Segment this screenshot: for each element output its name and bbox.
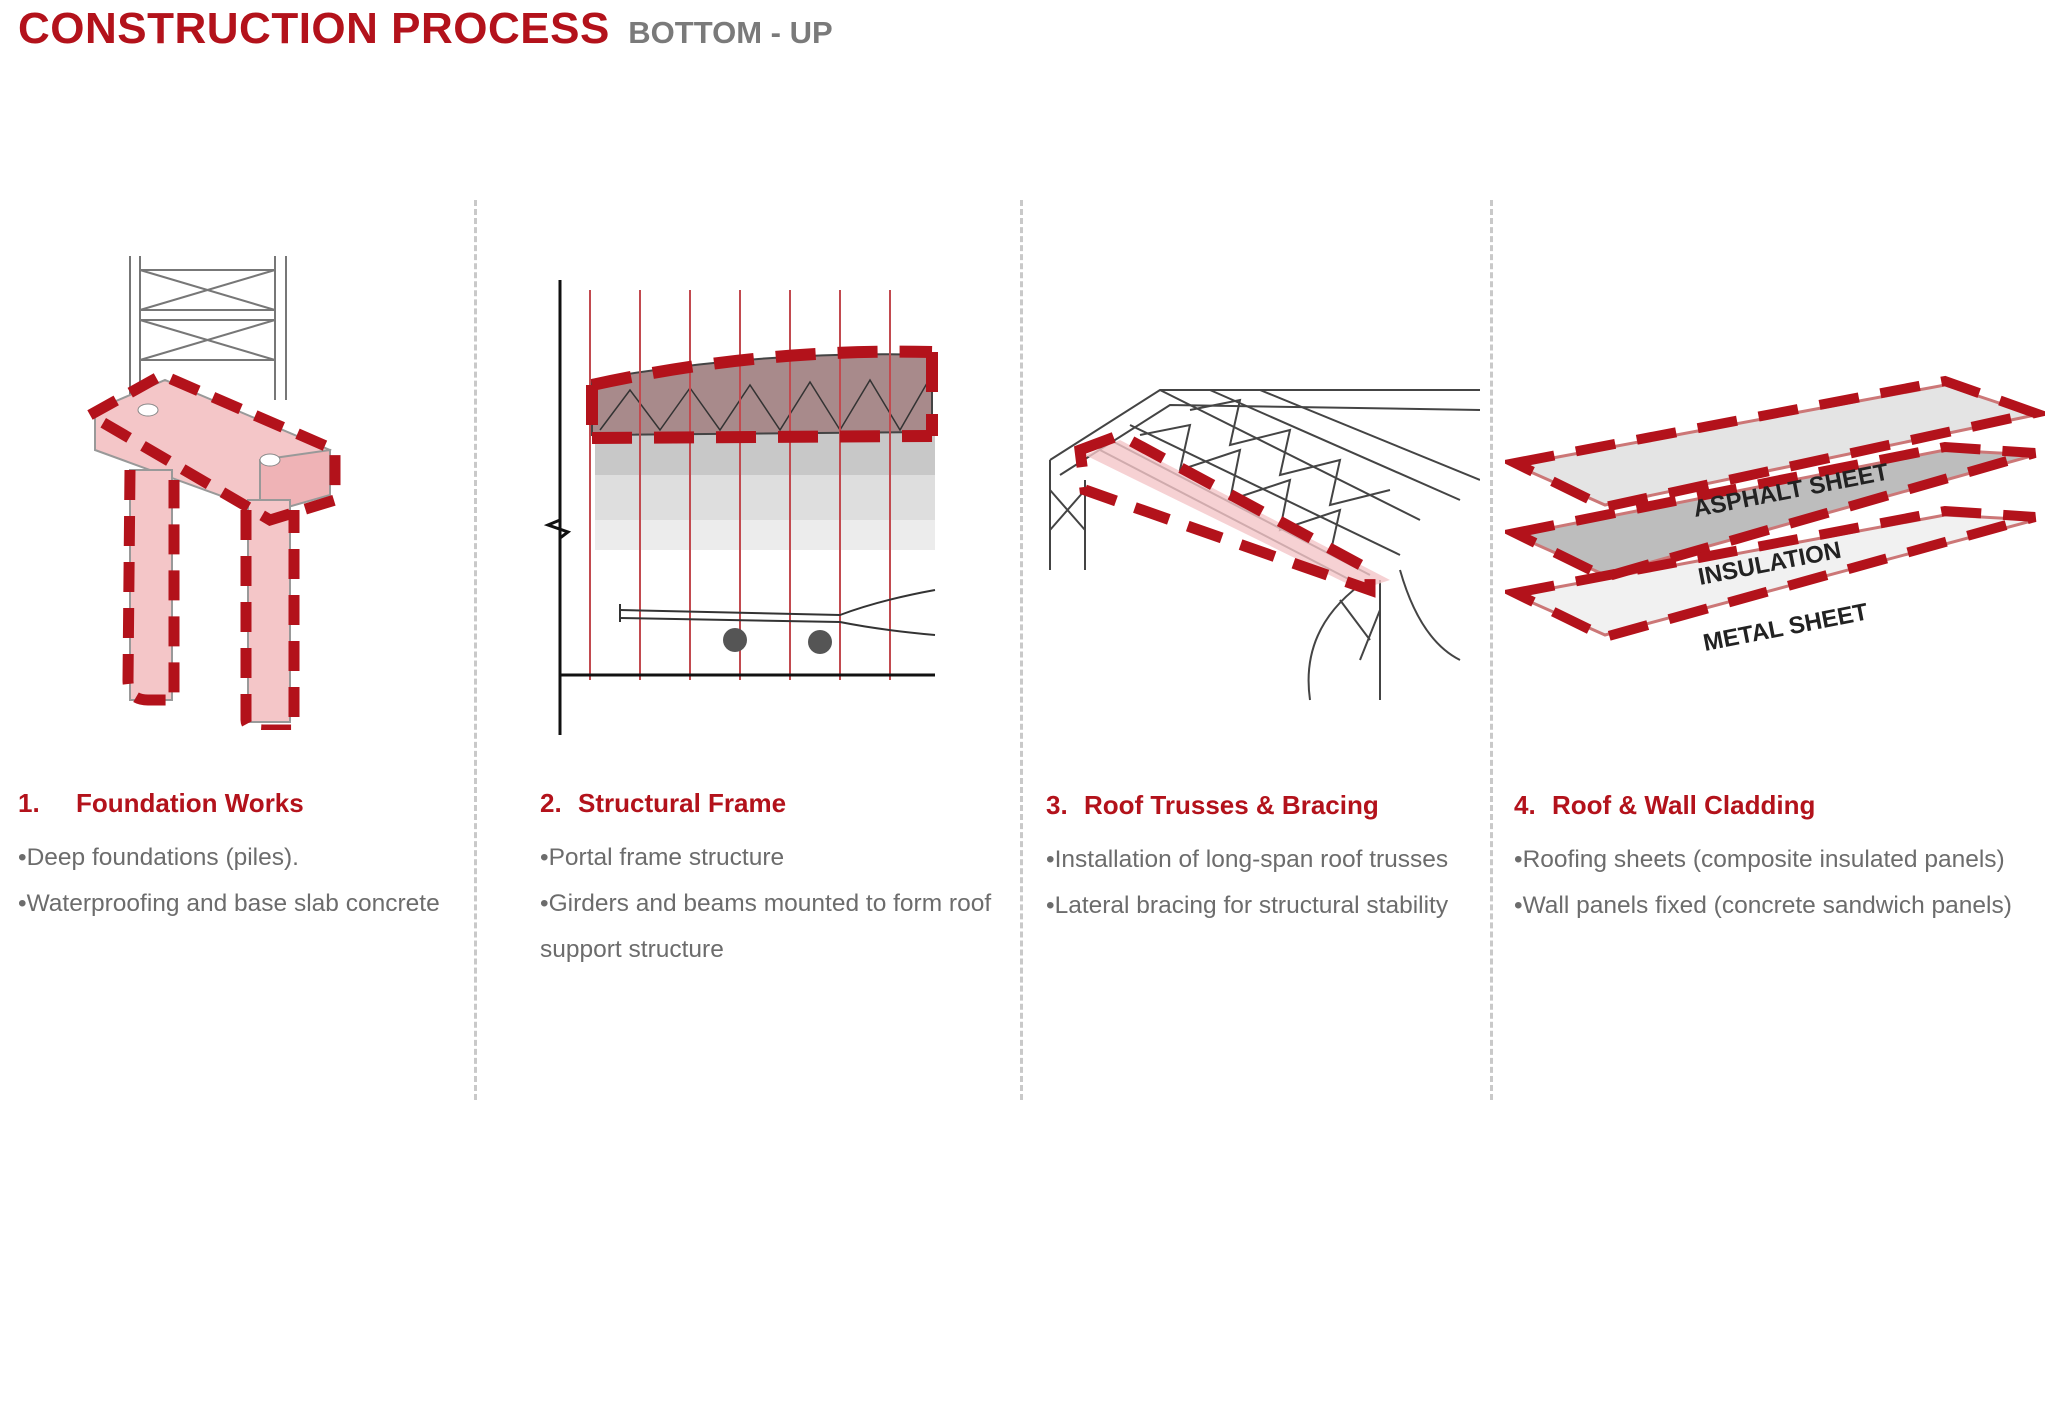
list-item: •Girders and beams mounted to form roof … xyxy=(540,890,992,963)
layer-label-metal: METAL SHEET xyxy=(1701,598,1871,656)
page-header: CONSTRUCTION PROCESS BOTTOM - UP xyxy=(18,4,833,54)
step-title: Roof & Wall Cladding xyxy=(1552,790,1816,820)
step-title: Foundation Works xyxy=(76,788,304,818)
list-item: •Portal frame structure xyxy=(540,844,785,871)
column-divider xyxy=(1490,200,1493,1100)
column-divider xyxy=(1020,200,1023,1100)
step-structural-frame: 2. Structural Frame •Portal frame struct… xyxy=(540,788,1018,973)
page-title: CONSTRUCTION PROCESS xyxy=(18,4,610,53)
step-cladding: 4. Roof & Wall Cladding •Roofing sheets … xyxy=(1514,790,2034,929)
step-number: 2. xyxy=(540,788,562,818)
list-item: •Lateral bracing for structural stabilit… xyxy=(1046,892,1449,919)
step-title: Structural Frame xyxy=(578,788,787,818)
step-title: Roof Trusses & Bracing xyxy=(1084,790,1379,820)
step-roof-trusses: 3. Roof Trusses & Bracing •Installation … xyxy=(1046,790,1526,929)
list-item: •Waterproofing and base slab concrete xyxy=(18,890,440,917)
list-item: •Wall panels fixed (concrete sandwich pa… xyxy=(1514,892,2012,919)
list-item: •Roofing sheets (composite insulated pan… xyxy=(1514,846,2005,873)
step-number: 3. xyxy=(1046,790,1068,820)
step-number: 4. xyxy=(1514,790,1536,820)
roof-truss-icon xyxy=(1040,380,1480,720)
cladding-layers-icon: ASPHALT SHEET INSULATION METAL SHEET xyxy=(1505,375,2045,675)
hangar-frame-section-icon xyxy=(540,270,940,740)
list-item: •Deep foundations (piles). xyxy=(18,844,299,871)
list-item: •Installation of long-span roof trusses xyxy=(1046,846,1449,873)
step-number: 1. xyxy=(18,788,40,818)
foundation-piles-icon xyxy=(50,250,350,730)
column-divider xyxy=(474,200,477,1100)
step-foundation: 1. Foundation Works •Deep foundations (p… xyxy=(18,788,498,927)
page-subtitle: BOTTOM - UP xyxy=(628,15,833,50)
